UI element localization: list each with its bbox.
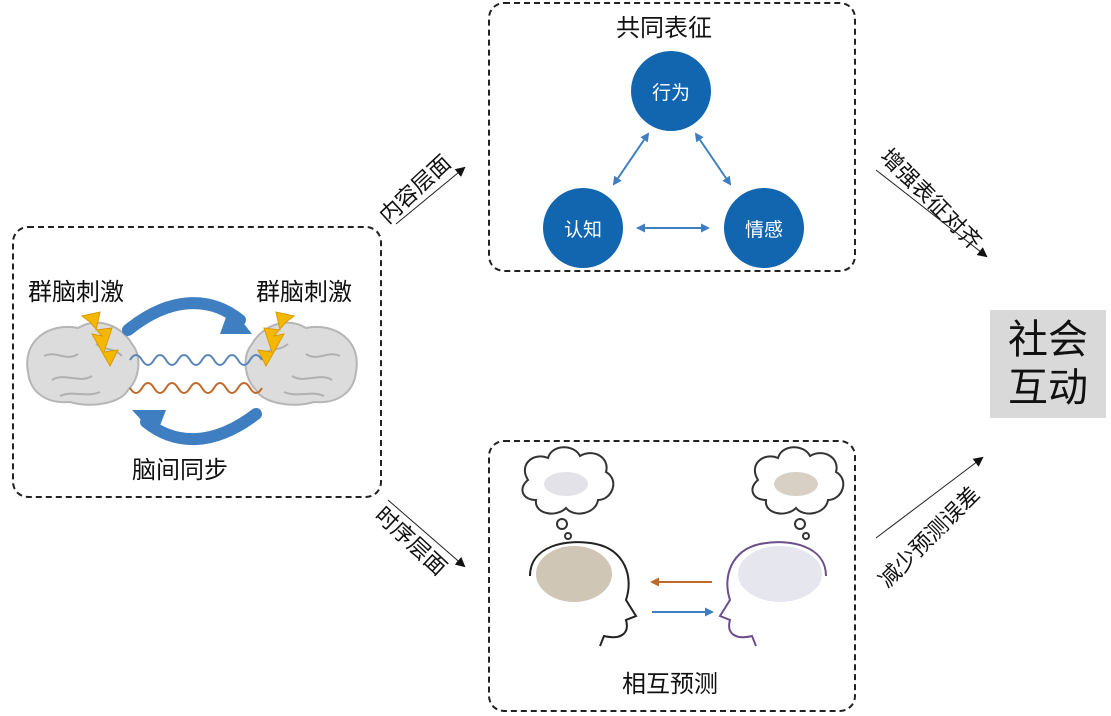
head-right-icon bbox=[718, 541, 827, 647]
thought-left-brain-icon bbox=[544, 472, 588, 496]
mutual-prediction-box bbox=[488, 440, 856, 712]
thought-right-brain-icon bbox=[774, 472, 818, 496]
stim-right-label: 群脑刺激 bbox=[256, 278, 352, 306]
mutual-prediction-caption: 相互预测 bbox=[622, 670, 718, 698]
node-behavior: 行为 bbox=[631, 51, 711, 131]
social-interaction-box: 社会 互动 bbox=[990, 310, 1106, 418]
wave-orange bbox=[129, 382, 263, 394]
shared-representation-title: 共同表征 bbox=[616, 14, 712, 42]
arrow-temporal-level bbox=[387, 499, 466, 568]
bolt-left-icon bbox=[80, 311, 119, 368]
sync-label: 脑间同步 bbox=[132, 456, 228, 484]
node-cognition: 认知 bbox=[543, 188, 623, 268]
arrow-content-level bbox=[395, 166, 466, 225]
node-emotion: 情感 bbox=[724, 188, 804, 268]
social-interaction-line2: 互动 bbox=[1008, 365, 1088, 411]
wave-blue bbox=[129, 354, 263, 366]
arrow-enhance-alignment bbox=[875, 169, 988, 258]
stim-left-label: 群脑刺激 bbox=[28, 278, 124, 306]
shared-representation-box bbox=[488, 2, 856, 272]
head-left-icon bbox=[529, 541, 638, 647]
arrow-reduce-error bbox=[875, 456, 984, 539]
brain-sync-box bbox=[12, 226, 382, 498]
brain-right-icon bbox=[244, 321, 358, 406]
brain-left-icon bbox=[26, 321, 140, 406]
bolt-right-icon bbox=[257, 311, 296, 368]
link-behavior-cognition bbox=[612, 132, 650, 186]
link-behavior-emotion bbox=[694, 132, 732, 186]
social-interaction-line1: 社会 bbox=[1008, 317, 1088, 363]
